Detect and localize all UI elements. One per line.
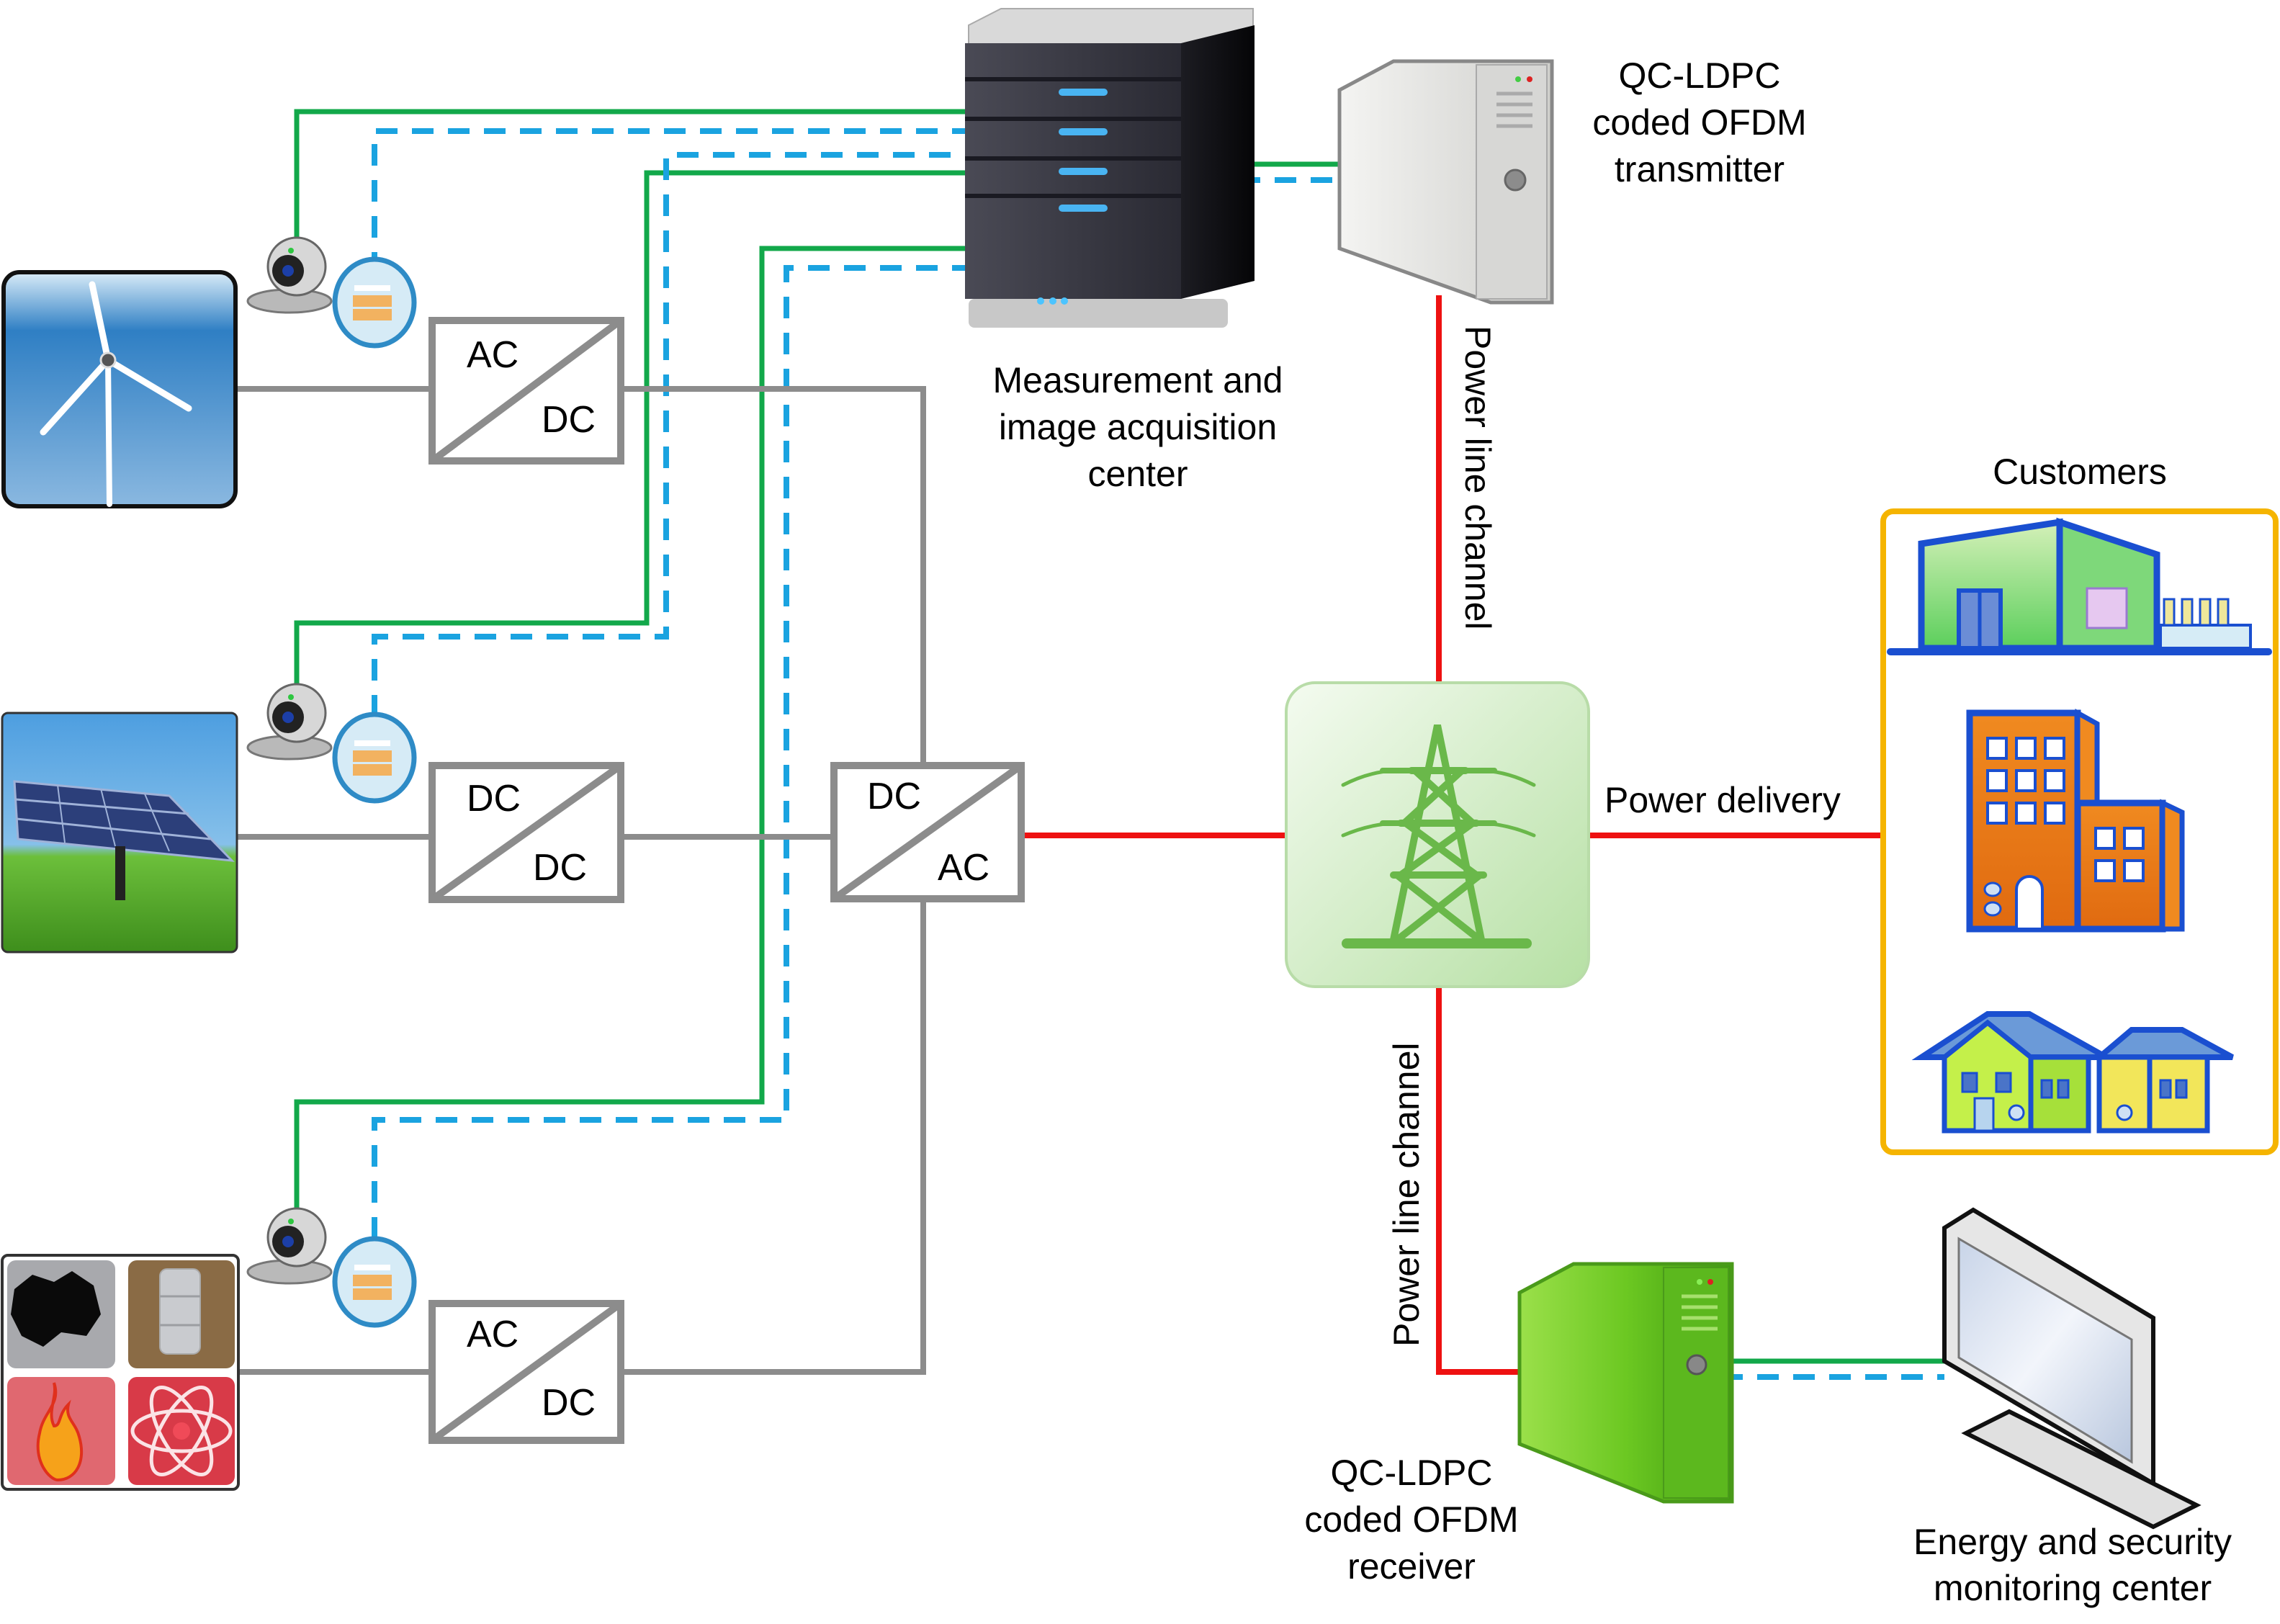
converter-bottom-label: DC — [533, 847, 587, 889]
monitor-icon — [1942, 1207, 2202, 1530]
customers-label: Customers — [1993, 452, 2167, 492]
measurement-center-label-line1: Measurement and — [992, 360, 1283, 400]
measurement-center-label-line2: image acquisition — [999, 407, 1277, 447]
converter-top-label: DC — [467, 778, 521, 820]
inverter[interactable]: DC AC — [830, 762, 1025, 902]
coal-icon — [11, 1271, 101, 1347]
webcam-icon — [246, 236, 333, 314]
image-link-solar — [294, 170, 965, 691]
power-line-channel-label-bottom: Power line channel — [1386, 1043, 1427, 1347]
transmission-tower-icon — [1341, 724, 1536, 948]
transmitter-label-line3: transmitter — [1615, 149, 1785, 189]
sensor-group-conventional — [246, 1207, 417, 1328]
nuclear-atom-icon — [130, 1385, 233, 1477]
power-line-channel-label-top: Power line channel — [1458, 326, 1498, 630]
webcam-icon — [246, 683, 333, 761]
power-lines — [1021, 295, 1883, 1375]
grid-hub[interactable] — [1285, 681, 1590, 988]
measurement-link-wind — [372, 128, 965, 274]
image-link-wind — [294, 109, 965, 245]
receiver-label-line3: receiver — [1347, 1546, 1476, 1587]
webcam-icon — [246, 1207, 333, 1285]
solar-panel-icon — [13, 780, 235, 900]
smart-meter-icon — [332, 1236, 417, 1328]
receiver[interactable]: QC-LDPC coded OFDM receiver — [1304, 1262, 1734, 1587]
commercial-customer-icon — [1966, 709, 2185, 933]
bus-wind-out — [621, 386, 926, 763]
image-link-conventional — [294, 246, 965, 1216]
transmitter[interactable]: QC-LDPC coded OFDM transmitter — [1337, 55, 1807, 305]
sensor-group-solar — [246, 683, 417, 804]
receiver-label-line1: QC-LDPC — [1330, 1453, 1492, 1493]
converter-divider — [430, 1300, 623, 1444]
monitoring-center[interactable]: Energy and security monitoring center — [1913, 1207, 2232, 1608]
solar-source[interactable] — [1, 712, 238, 954]
converter-top-label: DC — [867, 776, 921, 817]
server-tower-icon — [965, 8, 1255, 328]
converter-divider — [430, 317, 623, 465]
converter-solar[interactable]: DC DC — [428, 762, 624, 903]
bus-conv-out — [621, 900, 926, 1375]
converter-bottom-label: DC — [542, 399, 596, 441]
measurement-links — [372, 128, 1944, 1380]
sensor-group-wind — [246, 236, 417, 349]
converter-top-label: AC — [467, 1314, 519, 1355]
converter-top-label: AC — [467, 334, 519, 376]
smart-meter-icon — [332, 712, 417, 804]
grid-tile — [1285, 681, 1590, 988]
receiver-device-icon — [1517, 1262, 1734, 1504]
receiver-label-line2: coded OFDM — [1304, 1499, 1518, 1540]
gas-flame-icon — [36, 1382, 84, 1482]
monitoring-center-label-line1: Energy and security — [1913, 1522, 2232, 1562]
monitoring-center-label-line2: monitoring center — [1934, 1568, 2212, 1608]
converter-divider — [832, 762, 1023, 902]
measurement-link-conventional — [372, 265, 965, 1239]
measurement-center-label-line3: center — [1088, 454, 1188, 494]
converter-divider — [430, 762, 623, 903]
conventional-source[interactable] — [1, 1254, 240, 1491]
measurement-center[interactable]: Measurement and image acquisition center — [965, 8, 1283, 494]
converter-wind[interactable]: AC DC — [428, 317, 624, 465]
measurement-link-solar — [372, 152, 965, 717]
image-links — [294, 109, 1944, 1364]
oil-barrel-icon — [159, 1268, 201, 1355]
power-line-channel-bottom — [1436, 987, 1520, 1375]
customers-panel[interactable]: Customers — [1880, 452, 2279, 1155]
converter-bottom-label: AC — [938, 847, 989, 889]
transmitter-label-line1: QC-LDPC — [1618, 55, 1780, 96]
power-delivery-label: Power delivery — [1604, 780, 1841, 820]
transmitter-device-icon — [1337, 59, 1554, 305]
wind-turbine-icon — [40, 281, 192, 507]
converter-conventional[interactable]: AC DC — [428, 1300, 624, 1444]
residential-customer-icon — [1911, 1011, 2234, 1134]
smart-meter-icon — [332, 256, 417, 349]
industrial-customer-icon — [1887, 517, 2272, 655]
wind-tile — [1, 270, 238, 508]
transmitter-label-line2: coded OFDM — [1592, 102, 1806, 143]
wind-source[interactable] — [1, 270, 238, 508]
dc-bus — [236, 386, 926, 1375]
converter-bottom-label: DC — [542, 1382, 596, 1424]
